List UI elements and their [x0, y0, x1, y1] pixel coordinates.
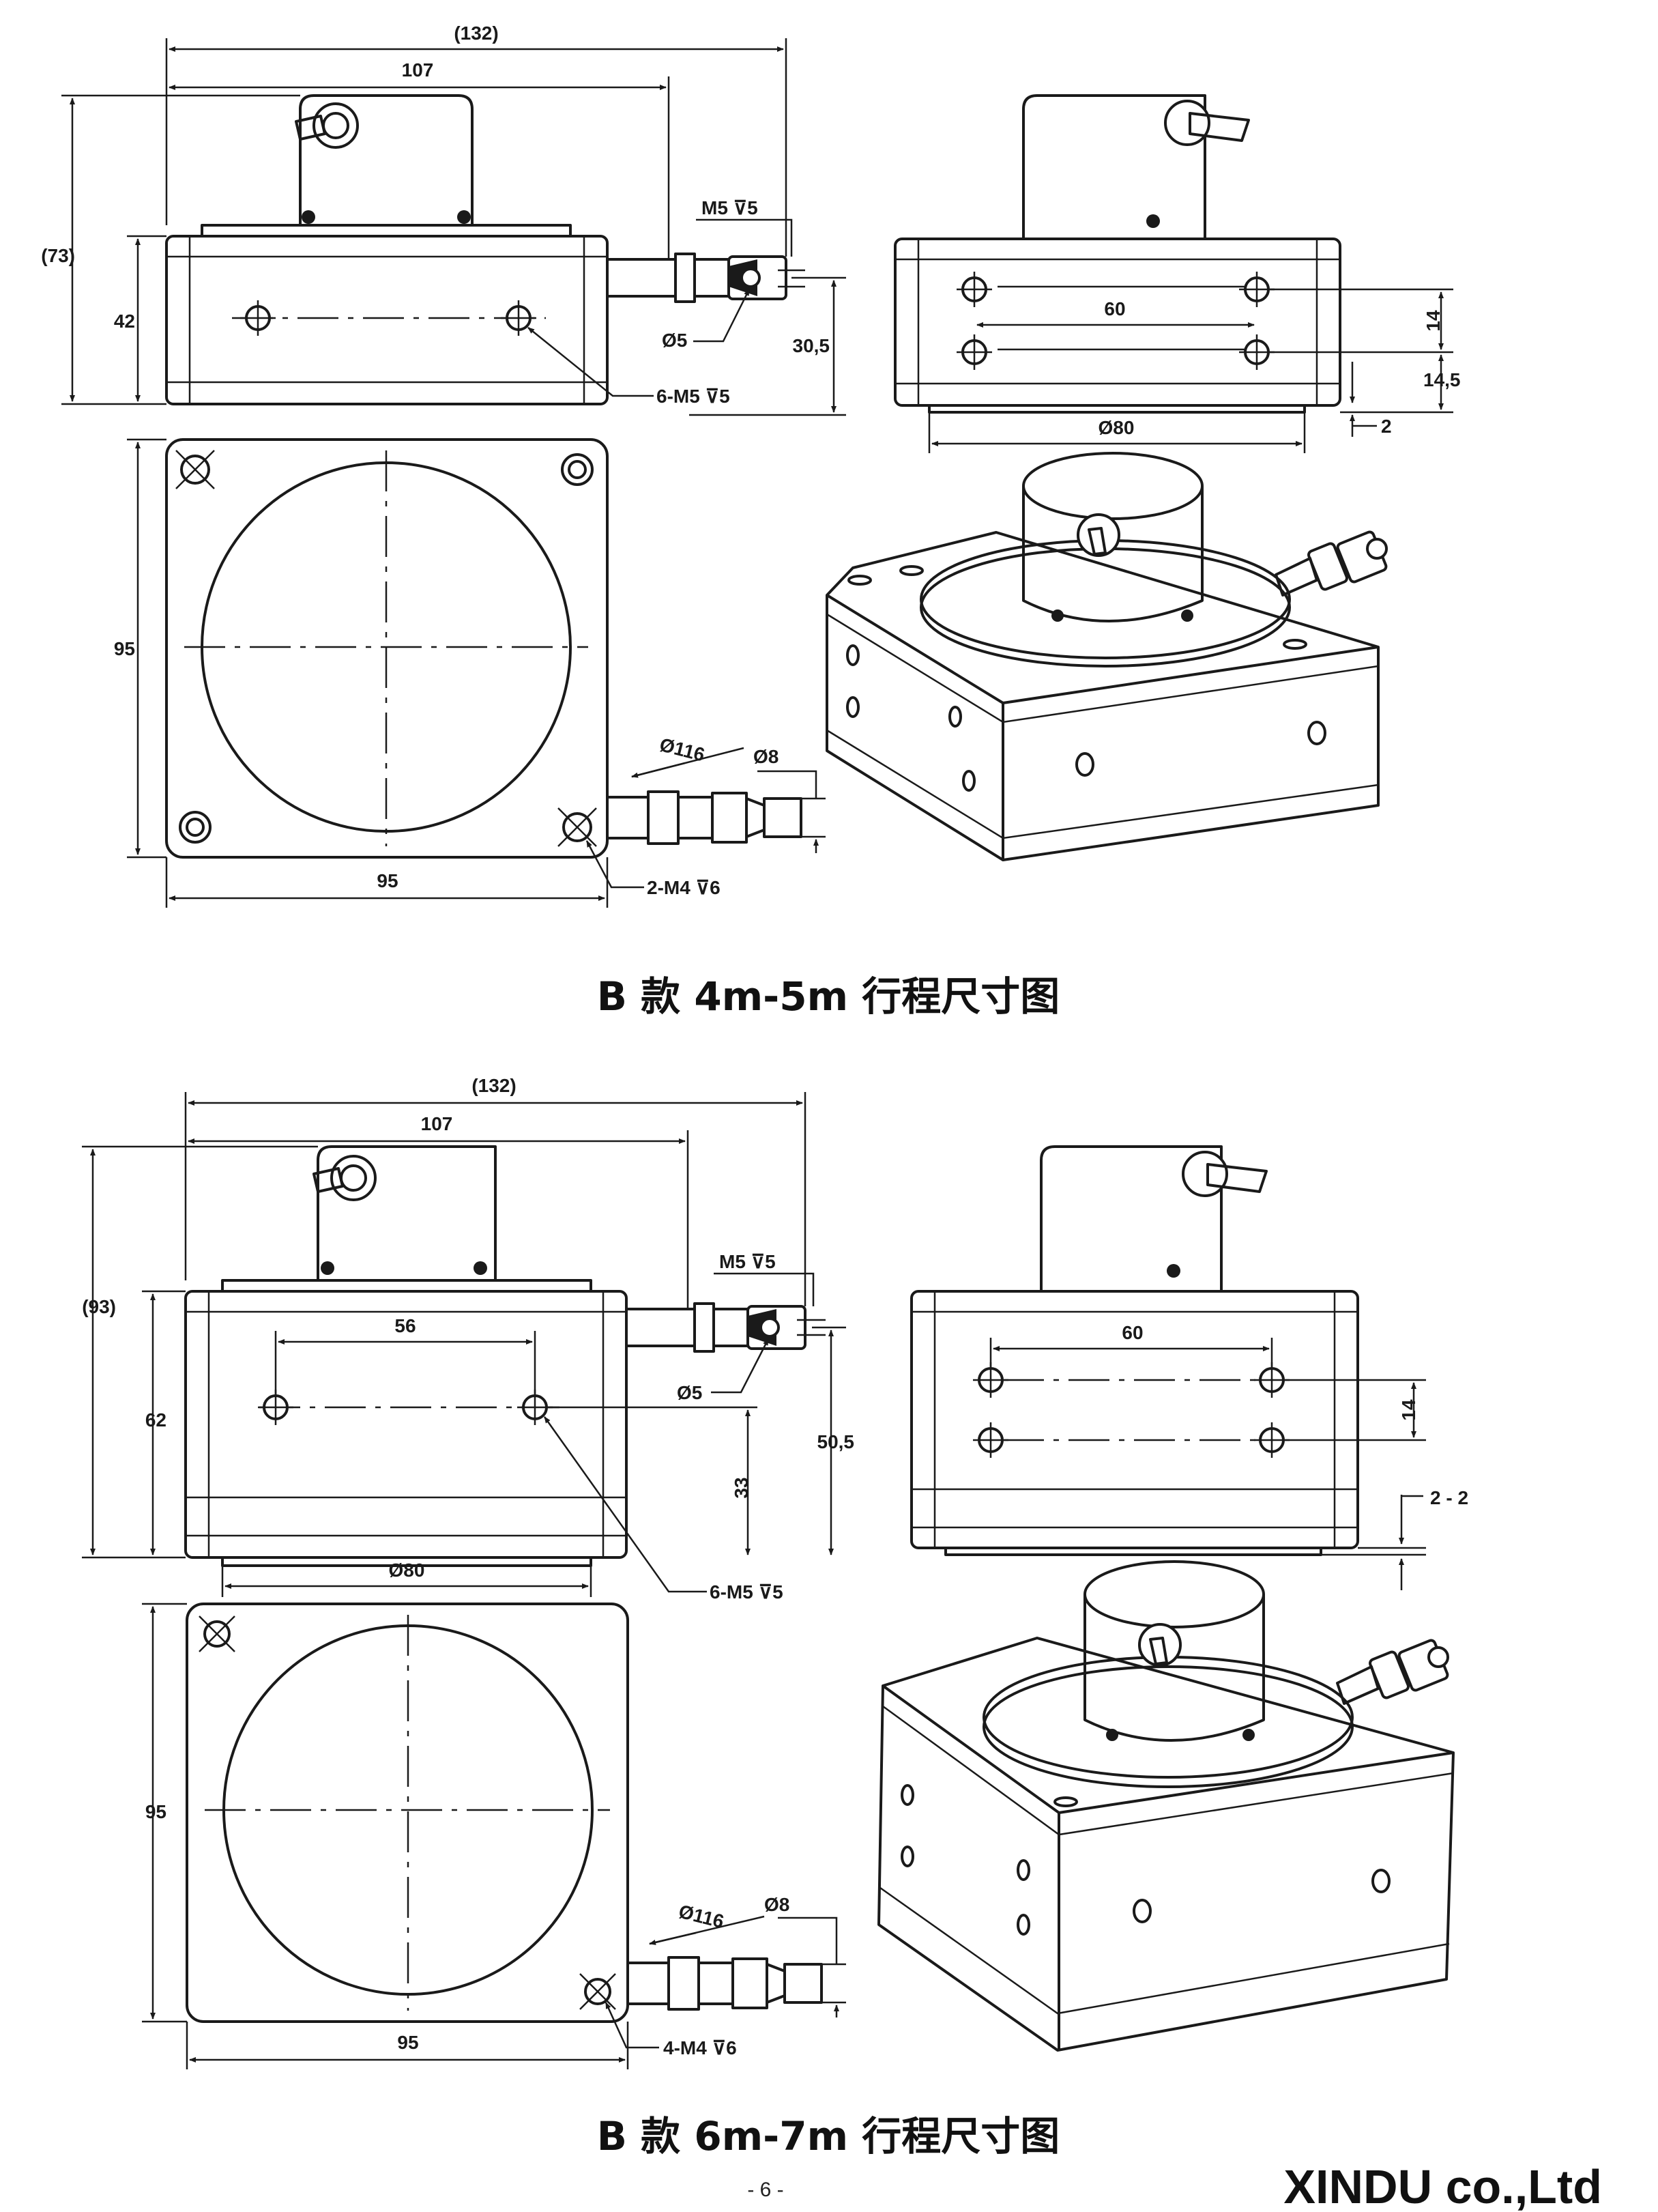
fig2-dim-m5: M5 ⊽5 [719, 1251, 776, 1272]
fig1-side-view [894, 94, 1341, 414]
fig1-front-view [165, 94, 787, 405]
fig2-dimensions: (132) 107 (93) 62 M5 ⊽5 Ø5 50,5 [82, 1075, 1468, 2069]
fig1-dim-overall-width: (132) [454, 23, 498, 44]
fig1-dim-pitch-dia: Ø116 [658, 734, 707, 765]
fig1-dim-face-width: 95 [377, 870, 398, 891]
fig2-dim-front-spacing: 56 [394, 1315, 416, 1336]
page-number: - 6 - [747, 2179, 783, 2201]
fig1-dim-hole-spacing: 60 [1104, 298, 1125, 319]
fig1-dim-corner-holes: 2-M4 ⊽6 [647, 877, 721, 898]
fig1-dim-shaft-height: 30,5 [793, 335, 830, 356]
fig2-dim-overall-width: (132) [471, 1075, 516, 1096]
company-name: XINDU co.,Ltd [1283, 2160, 1602, 2212]
fig1-dim-bottom-offset: 14,5 [1423, 369, 1461, 390]
fig1-dim-face-height: 95 [114, 638, 135, 659]
fig1-caption: B 款 4m-5m 行程尺寸图 [597, 973, 1060, 1020]
fig2-dim-flange-dia: Ø80 [389, 1560, 425, 1581]
fig2-side-view [910, 1145, 1359, 1556]
fig2-iso-view [877, 1560, 1455, 2052]
figure-2: (132) 107 (93) 62 M5 ⊽5 Ø5 50,5 [82, 1075, 1468, 2159]
fig1-dim-side-holes: 6-M5 ⊽5 [656, 386, 730, 407]
fig2-dim-row-spacing: 14 [1398, 1399, 1419, 1421]
figure-1: (132) 107 (73) 42 M5 ⊽5 Ø5 [41, 23, 1460, 1020]
fig2-front-view [184, 1145, 806, 1567]
fig1-iso-view [826, 452, 1388, 861]
fig1-face-view [165, 438, 802, 859]
fig2-dim-pin-dia: Ø8 [764, 1894, 789, 1915]
fig2-dim-hole-height: 33 [731, 1477, 752, 1498]
fig2-dim-body-width: 107 [421, 1113, 453, 1134]
fig1-dim-body-height: 42 [114, 311, 135, 332]
fig2-face-view [186, 1603, 823, 2023]
fig1-dim-bore: Ø5 [662, 330, 687, 351]
fig2-dim-body-height: 62 [145, 1409, 166, 1431]
fig2-dim-face-height: 95 [145, 1801, 166, 1822]
fig1-dim-overall-height: (73) [41, 245, 75, 266]
fig1-dim-pin-dia: Ø8 [753, 746, 779, 767]
fig1-dimensions: (132) 107 (73) 42 M5 ⊽5 Ø5 [41, 23, 1461, 908]
fig2-dim-recess: 2 - 2 [1430, 1487, 1468, 1508]
fig2-dim-overall-height: (93) [82, 1296, 116, 1317]
fig1-dim-m5: M5 ⊽5 [701, 197, 758, 218]
fig2-dim-pitch-dia: Ø116 [677, 1901, 726, 1932]
fig2-dim-corner-holes: 4-M4 ⊽6 [663, 2037, 737, 2058]
fig1-dim-flange-dia: Ø80 [1099, 417, 1135, 438]
fig1-dim-row-spacing: 14 [1423, 310, 1444, 332]
fig1-dim-recess: 2 [1381, 416, 1392, 437]
fig2-dim-shaft-height: 50,5 [817, 1431, 855, 1452]
fig2-caption: B 款 6m-7m 行程尺寸图 [597, 2113, 1060, 2159]
fig2-dim-bore: Ø5 [677, 1382, 702, 1403]
fig1-dim-body-width: 107 [402, 59, 434, 81]
fig2-dim-hole-spacing: 60 [1122, 1322, 1143, 1343]
fig2-dim-side-holes: 6-M5 ⊽5 [710, 1581, 783, 1603]
fig2-dim-face-width: 95 [397, 2032, 418, 2053]
